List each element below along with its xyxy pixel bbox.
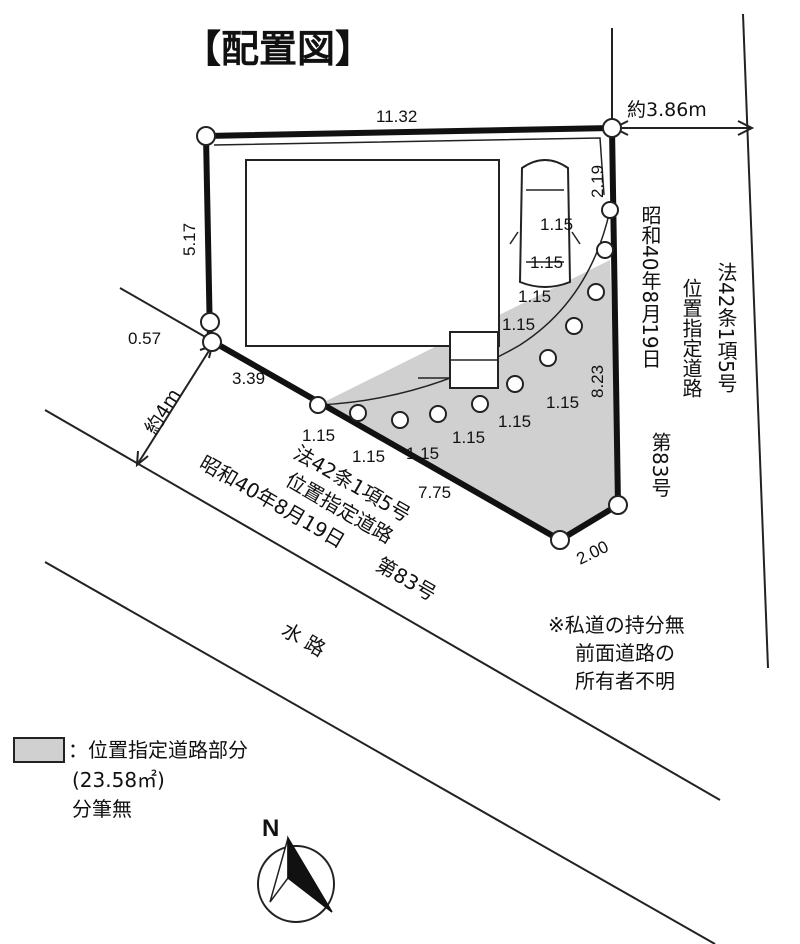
north-label: N [262,815,279,842]
dim-lower-left: 3.39 [232,369,265,388]
right-road-line-outer [742,13,769,669]
segment-label: 1.15 [406,444,439,463]
road-marker-icon [539,349,557,367]
right-road-date: 昭和40年8月19日 [638,205,662,369]
dim-small-left: 0.57 [128,329,161,348]
corner-marker-icon [196,126,216,146]
road-marker-icon [565,317,583,335]
segment-label: 1.15 [302,426,335,445]
legend-area: (23.58㎡) [72,768,165,792]
boundary-markers [196,118,628,550]
segment-label: 1.15 [498,412,531,431]
dim-top: 11.32 [376,107,417,126]
bottom-road-line-extension [119,287,215,343]
lot-boundary [203,125,621,543]
dim-right-upper: 2.19 [588,165,607,198]
dim-bottom-edge: 7.75 [418,483,451,502]
right-road-number: 第83号 [648,432,672,498]
segment-label: 1.15 [540,215,573,234]
road-marker-icon [429,405,447,423]
road-arc-line [317,209,611,406]
setback-right-label: 約3.86m [627,99,707,121]
road-marker-icon [309,396,327,414]
legend-note: 分筆無 [72,797,132,821]
road-marker-icon [601,201,619,219]
waterway-label: 水 路 [278,618,330,662]
segment-label: 1.15 [352,447,385,466]
legend-swatch [13,737,65,763]
waterway-line-upper [44,409,721,801]
road-marker-icon [391,411,409,429]
designated-road-area [318,260,618,540]
corner-marker-icon [550,530,570,550]
segment-label: 1.15 [530,253,563,272]
corner-marker-icon [202,332,222,352]
building-footprint [245,159,500,347]
road-marker-icon [587,283,605,301]
note-line-3: 所有者不明 [575,669,675,693]
lot-inner-line [213,137,605,196]
road-marker-icon [506,375,524,393]
corner-marker-icon [608,495,628,515]
note-line-1: ※私道の持分無 [548,613,685,637]
dim-right-lower: 8.23 [588,365,607,398]
porch-wall [418,377,451,388]
setback-right-arrow [611,120,755,136]
road-marker-icon [349,404,367,422]
road-marker-icon [596,241,614,259]
corner-marker-icon [200,312,220,332]
parked-car-icon [509,159,581,288]
waterway-line-lower [44,561,716,944]
right-road-law: 法42条1項5号 [714,262,738,393]
legend-label: ：位置指定道路部分 [68,738,248,762]
dim-left: 5.17 [180,223,199,256]
page-title: 【配置図】 [183,27,373,71]
dim-bottom-right: 2.00 [573,537,611,569]
north-arrow-icon [257,835,335,923]
segment-label: 1.15 [546,393,579,412]
right-road-type: 位置指定道路 [679,278,703,398]
note-line-2: 前面道路の [575,641,675,665]
corner-marker-icon [602,118,622,138]
segment-label: 1.15 [452,428,485,447]
setback-left-label: 約4m [141,385,186,439]
segment-label: 1.15 [518,287,551,306]
segment-label: 1.15 [502,315,535,334]
road-marker-icon [471,395,489,413]
